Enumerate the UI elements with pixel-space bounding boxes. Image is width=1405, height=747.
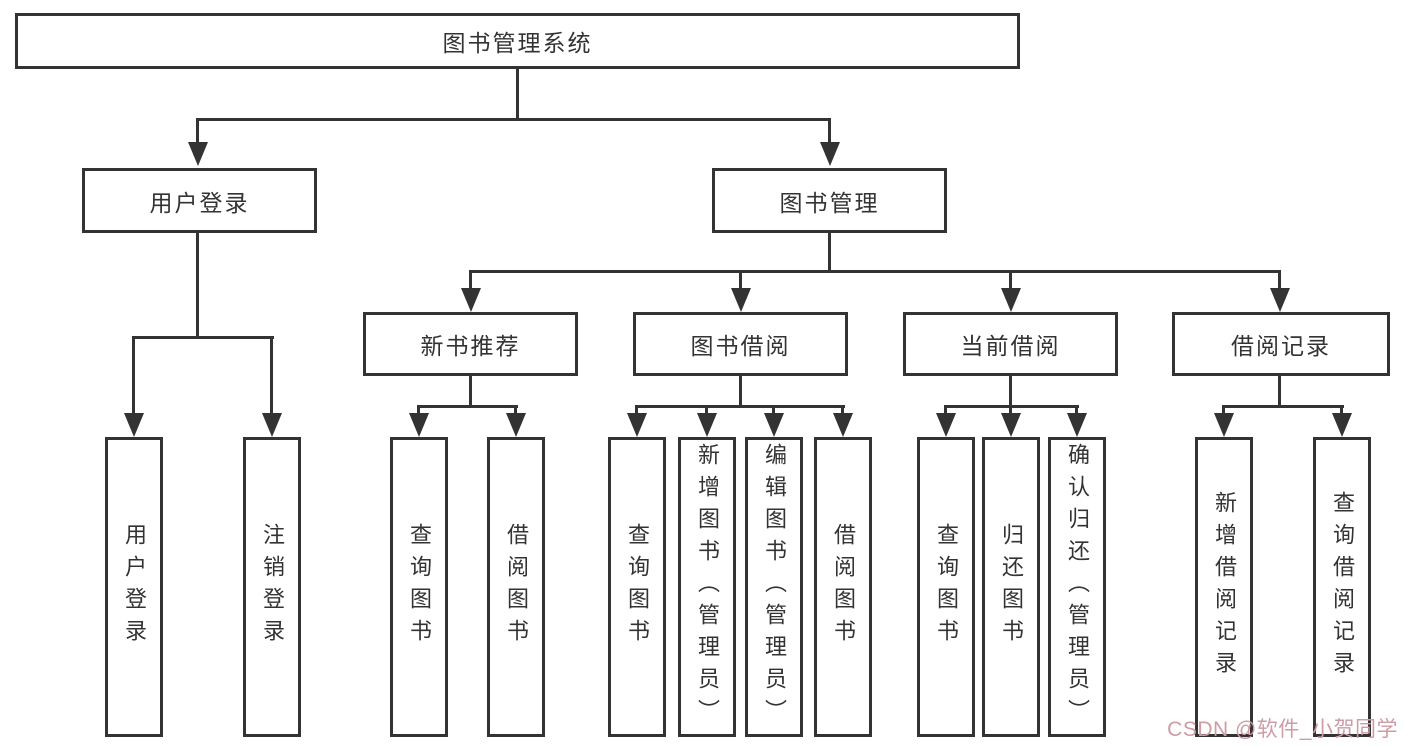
leaf-query-books-borrow: 查询图书 [608,437,666,737]
connector-arrow [1214,413,1234,437]
connector-user-login-hline [132,336,274,339]
node-root: 图书管理系统 [15,13,1020,69]
node-book-borrow: 图书借阅 [633,312,848,376]
connector-arrow [1332,413,1352,437]
connector-drop [944,405,947,415]
leaf-user-login: 用户登录 [105,437,163,737]
leaf-add-borrow-record: 新增借阅记录 [1195,437,1253,737]
connector-arrow [833,413,853,437]
connector-drop [1009,405,1012,415]
connector-new-book-recommend-stem [469,376,472,407]
leaf-confirm-return-admin: 确认归还（管理员） [1048,437,1106,737]
connector-drop-current-borrow [1009,270,1012,290]
node-borrow-records: 借阅记录 [1172,312,1390,376]
connector-drop [514,405,517,415]
leaf-add-books-admin: 新增图书（管理员） [678,437,736,737]
connector-current-borrow-stem [1009,376,1012,407]
connector-book-management-stem [828,233,831,272]
connector-drop [841,405,844,415]
leaf-query-books-recommend: 查询图书 [390,437,448,737]
connector-book-borrow-hline [635,405,845,408]
connector-arrow-current-borrow [1001,288,1021,312]
connector-drop-book-borrow [739,270,742,290]
connector-drop [417,405,420,415]
leaf-query-borrow-record: 查询借阅记录 [1313,437,1371,737]
connector-arrow [409,413,429,437]
connector-arrow-borrow-records [1270,288,1290,312]
connector-arrow-leaf-user-login [124,413,144,437]
connector-arrow-book-management [820,142,840,166]
connector-drop [1075,405,1078,415]
connector-arrow [627,413,647,437]
node-new-book-recommend: 新书推荐 [363,312,578,376]
connector-arrow [506,413,526,437]
connector-arrow [1067,413,1087,437]
connector-arrow [1001,413,1021,437]
connector-drop-leaf-logout [270,336,273,415]
connector-borrow-records-hline [1222,405,1344,408]
connector-root-stem [516,69,519,119]
leaf-return-books: 归还图书 [982,437,1040,737]
connector-drop [772,405,775,415]
connector-book-borrow-stem [739,376,742,407]
leaf-borrow-books-recommend: 借阅图书 [487,437,545,737]
connector-drop-borrow-records [1278,270,1281,290]
connector-drop-new-book-recommend [469,270,472,290]
leaf-query-books-current: 查询图书 [917,437,975,737]
connector-arrow-user-login [188,142,208,166]
connector-arrow-leaf-logout [262,413,282,437]
node-book-management: 图书管理 [712,168,947,233]
connector-new-book-recommend-hline [417,405,518,408]
connector-drop-leaf-user-login [132,336,135,415]
connector-book-management-hline [469,270,1281,273]
node-current-borrow: 当前借阅 [903,312,1118,376]
leaf-logout: 注销登录 [243,437,301,737]
connector-drop [1340,405,1343,415]
connector-drop [705,405,708,415]
node-user-login: 用户登录 [82,168,317,233]
connector-drop [635,405,638,415]
connector-root-hline [196,118,831,121]
connector-arrow-new-book-recommend [461,288,481,312]
connector-borrow-records-stem [1278,376,1281,407]
connector-user-login-stem [196,233,199,336]
connector-arrow [936,413,956,437]
connector-drop [1222,405,1225,415]
leaf-edit-books-admin: 编辑图书（管理员） [745,437,803,737]
connector-arrow [697,413,717,437]
connector-drop-book-management [828,118,831,146]
watermark: CSDN @软件_小贺同学 [1167,718,1398,741]
connector-arrow [764,413,784,437]
connector-drop-user-login [196,118,199,146]
leaf-borrow-books-borrow: 借阅图书 [814,437,872,737]
connector-arrow-book-borrow [731,288,751,312]
